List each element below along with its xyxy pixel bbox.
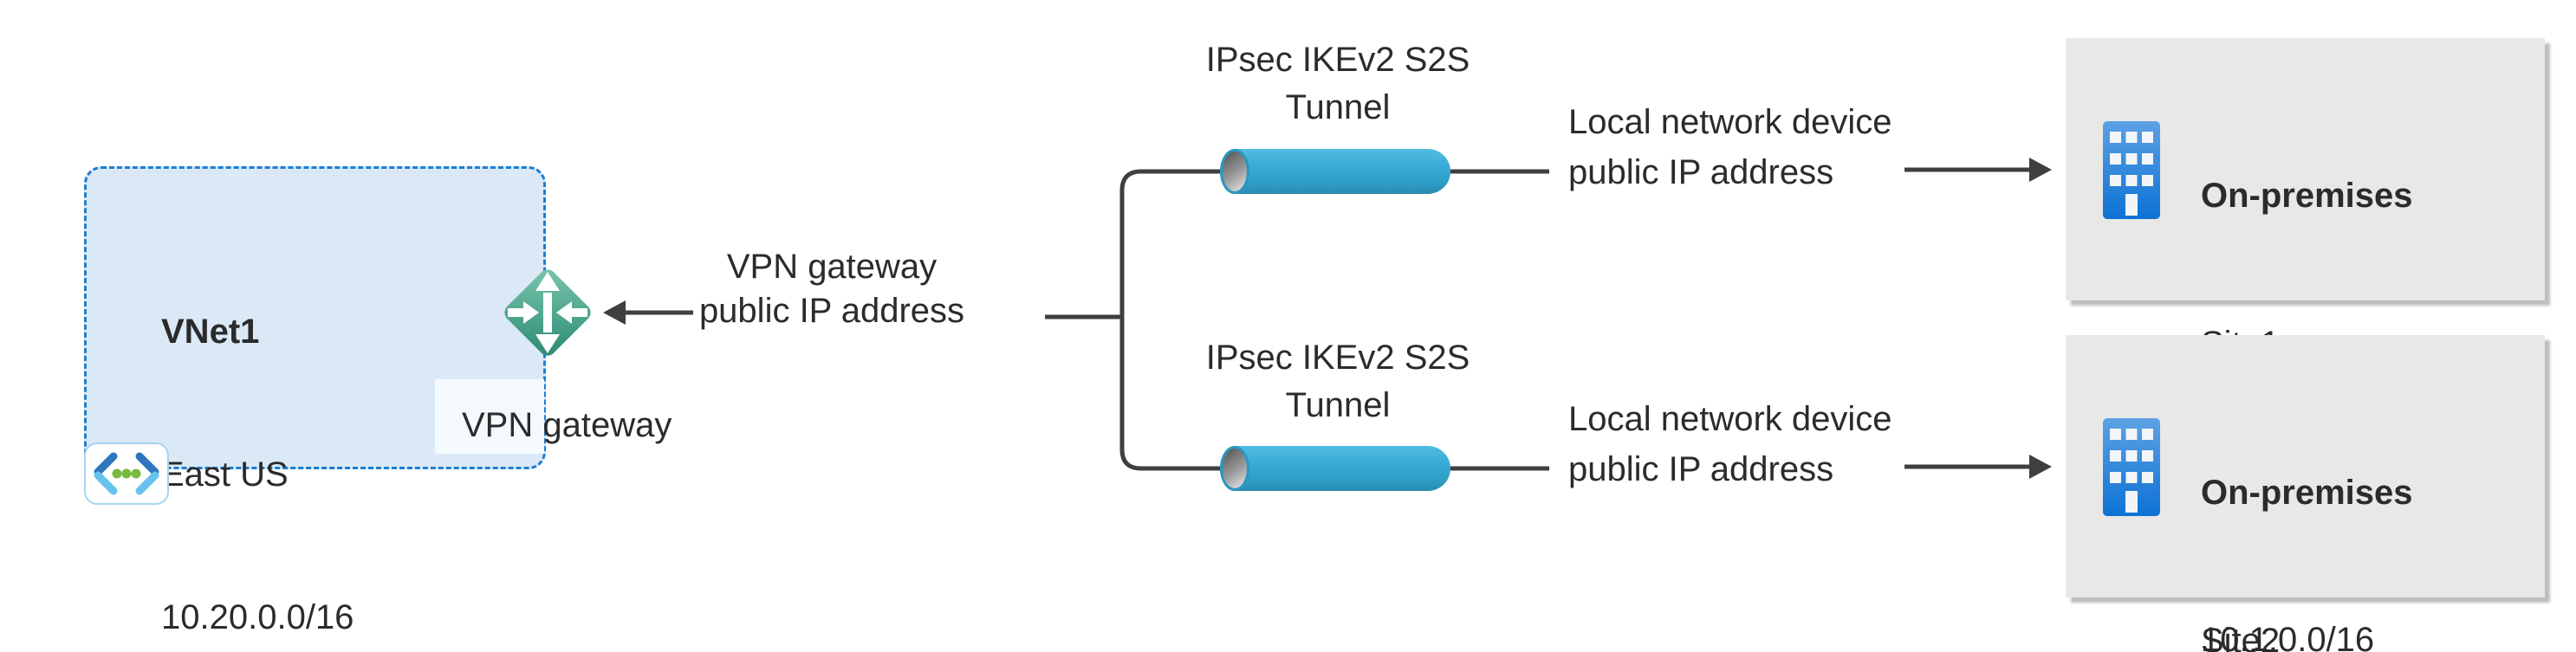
vnet-info: VNet1 East US 10.20.0.0/16 10.21.0.0/16: [161, 213, 354, 652]
vpn-gateway-label: VPN gateway: [462, 406, 672, 444]
arrow-to-site2: [1904, 455, 2052, 479]
tunnel2-label: IPsec IKEv2 S2S Tunnel: [1165, 334, 1511, 429]
gateway-public-ip-line2: public IP address: [698, 292, 965, 330]
site2-device-label: Local network device public IP address: [1568, 394, 1892, 494]
virtual-network-icon: [84, 442, 169, 505]
site2-device-line2: public IP address: [1568, 450, 1834, 488]
site1-device-line1: Local network device: [1568, 103, 1892, 141]
tunnel2-cylinder-opening: [1220, 446, 1249, 491]
site2-device-line1: Local network device: [1568, 400, 1892, 438]
vnet-region: East US: [161, 455, 289, 494]
tunnel1-cylinder-icon: [1220, 149, 1450, 194]
tunnel2-label-line2: Tunnel: [1285, 386, 1391, 424]
tunnel1-label-line2: Tunnel: [1285, 88, 1391, 126]
site1-device-label: Local network device public IP address: [1568, 97, 1892, 197]
gateway-public-ip-label: VPN gateway public IP address: [659, 245, 1005, 333]
site1-device-line2: public IP address: [1568, 153, 1834, 191]
site2-name: Site2: [2201, 622, 2281, 652]
site1-building-icon: [2103, 121, 2160, 219]
tunnel1-cylinder-body: [1220, 149, 1450, 194]
virtual-network-icon-glyph: [94, 452, 159, 495]
tunnel2-cylinder-icon: [1220, 446, 1450, 491]
gateway-public-ip-line1: VPN gateway: [726, 248, 938, 286]
vpn-gateway-label-backdrop: [435, 379, 544, 454]
arrow-to-site1: [1904, 158, 2052, 182]
tunnel2-cylinder-body: [1220, 446, 1450, 491]
site1-prefix-2: 10.1.0.0/16: [2201, 621, 2375, 652]
tunnel2-label-line1: IPsec IKEv2 S2S: [1205, 339, 1470, 377]
site2-building-icon: [2103, 418, 2160, 516]
tunnel1-label-line1: IPsec IKEv2 S2S: [1205, 41, 1470, 79]
site2-title: On-premises: [2201, 474, 2413, 512]
tunnel1-label: IPsec IKEv2 S2S Tunnel: [1165, 36, 1511, 132]
site2-info: On-premises Site2 10.2.0.0/16 10.3.0.0/1…: [2201, 370, 2413, 652]
site1-title: On-premises: [2201, 177, 2413, 215]
vnet-prefix-1: 10.20.0.0/16: [161, 598, 354, 636]
tunnel1-cylinder-opening: [1220, 149, 1249, 194]
vnet-title: VNet1: [161, 313, 260, 351]
